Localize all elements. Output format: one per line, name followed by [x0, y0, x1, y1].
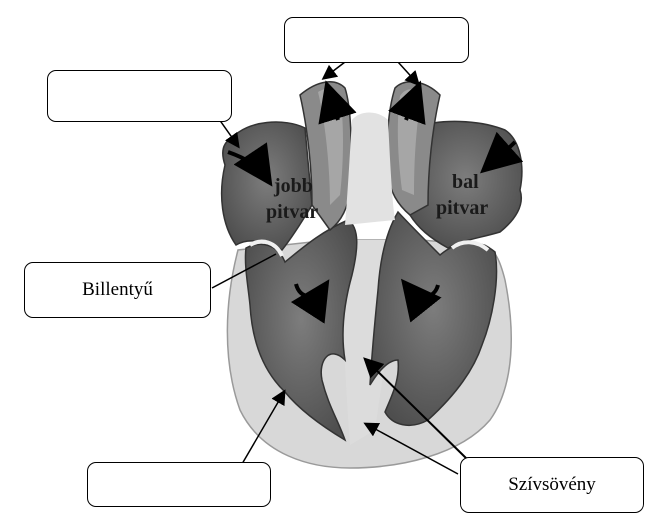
flow-arrow-right-atrium	[227, 142, 273, 187]
right-atrium-label-line1: jobb	[273, 175, 313, 197]
right-atrium-label-line2: pitvar	[266, 201, 318, 223]
leader-top-left-vessel	[321, 61, 346, 80]
label-box-bottom-left[interactable]	[87, 462, 271, 507]
flow-arrow-left-ventricle	[400, 278, 442, 323]
label-box-valve-text: Billentyű	[82, 279, 153, 300]
leader-septum-upper	[363, 357, 469, 461]
leader-valve	[211, 253, 277, 289]
leader-septum-lower	[363, 422, 459, 475]
flow-arrow-left-atrium	[480, 131, 524, 174]
leader-bottom-left	[241, 389, 286, 465]
label-box-septum-text: Szívsövény	[508, 474, 596, 495]
label-box-valve[interactable]: Billentyű	[24, 262, 211, 318]
left-atrium-label-line2: pitvar	[436, 197, 488, 219]
central-gap	[345, 112, 395, 225]
right-ventricle	[244, 219, 358, 442]
flow-arrow-right-vessel	[388, 80, 426, 125]
label-box-septum[interactable]: Szívsövény	[460, 457, 644, 513]
valve-left	[450, 240, 490, 252]
label-box-top-left[interactable]	[47, 70, 232, 122]
left-atrium-label-line1: bal	[452, 171, 479, 193]
flow-arrow-left-vessel	[318, 80, 357, 125]
leader-top-right-vessel	[397, 61, 421, 87]
label-box-top[interactable]	[284, 17, 469, 63]
valve-right	[248, 239, 284, 257]
flow-arrow-right-ventricle	[290, 279, 330, 324]
